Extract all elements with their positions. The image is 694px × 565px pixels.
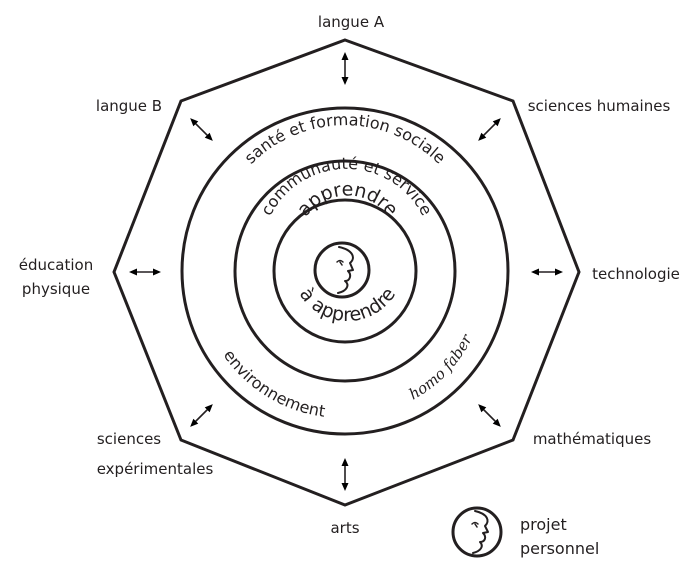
legend-circle xyxy=(451,506,503,558)
label-sciences-humaines: sciences humaines xyxy=(528,97,671,115)
middle-circle xyxy=(233,159,457,383)
arrows xyxy=(129,52,563,491)
ring-label-a-apprendre: à apprendre xyxy=(295,284,400,327)
inner-circle xyxy=(272,198,418,344)
label-arts: arts xyxy=(330,519,359,537)
ring-label-environnement: environnement xyxy=(220,346,327,421)
label-technologie: technologie xyxy=(592,265,680,283)
arrow-top-right xyxy=(478,118,501,141)
octagon-frame xyxy=(112,38,581,507)
label-langue-b: langue B xyxy=(96,97,162,115)
ring-label-apprendre: apprendre xyxy=(293,178,403,220)
arrow-top-left xyxy=(190,118,213,141)
center-face-icon xyxy=(336,246,354,294)
label-physique: physique xyxy=(22,280,90,298)
label-mathematiques: mathématiques xyxy=(533,430,652,448)
label-education: éducation xyxy=(19,256,93,274)
label-experimentales: expérimentales xyxy=(97,460,214,478)
arrow-bottom-left xyxy=(190,404,213,427)
outer-circle xyxy=(180,106,510,436)
label-sciences: sciences xyxy=(97,430,161,448)
label-langue-a: langue A xyxy=(318,13,385,31)
legend-line-1: projet xyxy=(520,515,567,534)
face-profile-icon xyxy=(471,510,489,554)
arrow-bottom-right xyxy=(478,404,501,427)
legend-projet-personnel: projet personnel xyxy=(451,506,599,558)
center-circle xyxy=(313,241,371,299)
legend-line-2: personnel xyxy=(520,539,599,558)
ring-label-homo-faber: homo faber xyxy=(406,331,476,404)
